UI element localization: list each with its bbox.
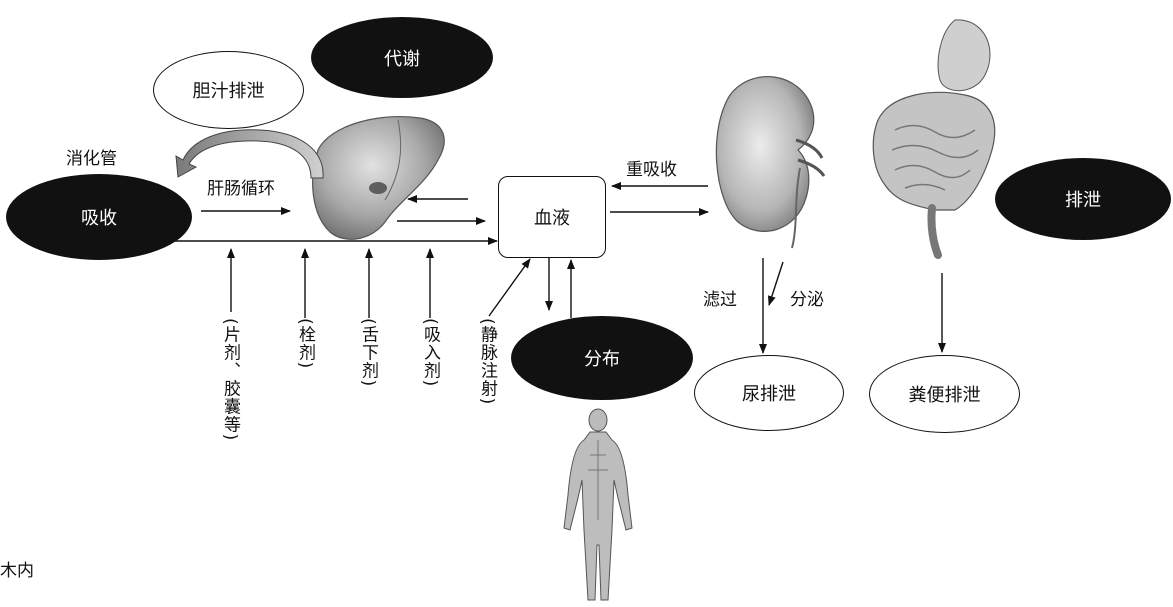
route-sublingual: (舌下剂) [359,318,376,387]
route-iv-injection: (静脉注射) [478,318,495,405]
enterohepatic-curve-arrow [176,130,323,178]
arrow-secretion [769,262,783,305]
bile-excretion-node: 胆汁排泄 [153,51,304,129]
digestive-tract-illustration [873,20,994,255]
enterohepatic-label: 肝肠循环 [207,174,275,199]
route-suppository: (栓剂) [296,318,313,369]
secretion-label: 分泌 [790,285,824,310]
corner-text: 木内 [0,556,34,581]
fecal-excretion-node: 粪便排泄 [869,355,1020,433]
route-tablet-capsule: (片剂、胶囊等) [221,318,238,441]
reabsorption-label: 重吸收 [626,155,677,180]
distribution-node: 分布 [511,316,693,400]
route-inhalant: (吸入剂) [421,318,438,387]
metabolism-node: 代谢 [311,17,493,98]
kidney-illustration [716,77,824,248]
excretion-node: 排泄 [995,158,1171,240]
filtration-label: 滤过 [703,285,737,310]
absorption-node: 吸收 [6,174,192,260]
arrow-route-iv [489,259,530,316]
human-body-illustration [564,409,632,600]
blood-node: 血液 [498,176,606,258]
urine-excretion-node: 尿排泄 [694,355,844,431]
digestive-tract-label: 消化管 [66,144,117,169]
